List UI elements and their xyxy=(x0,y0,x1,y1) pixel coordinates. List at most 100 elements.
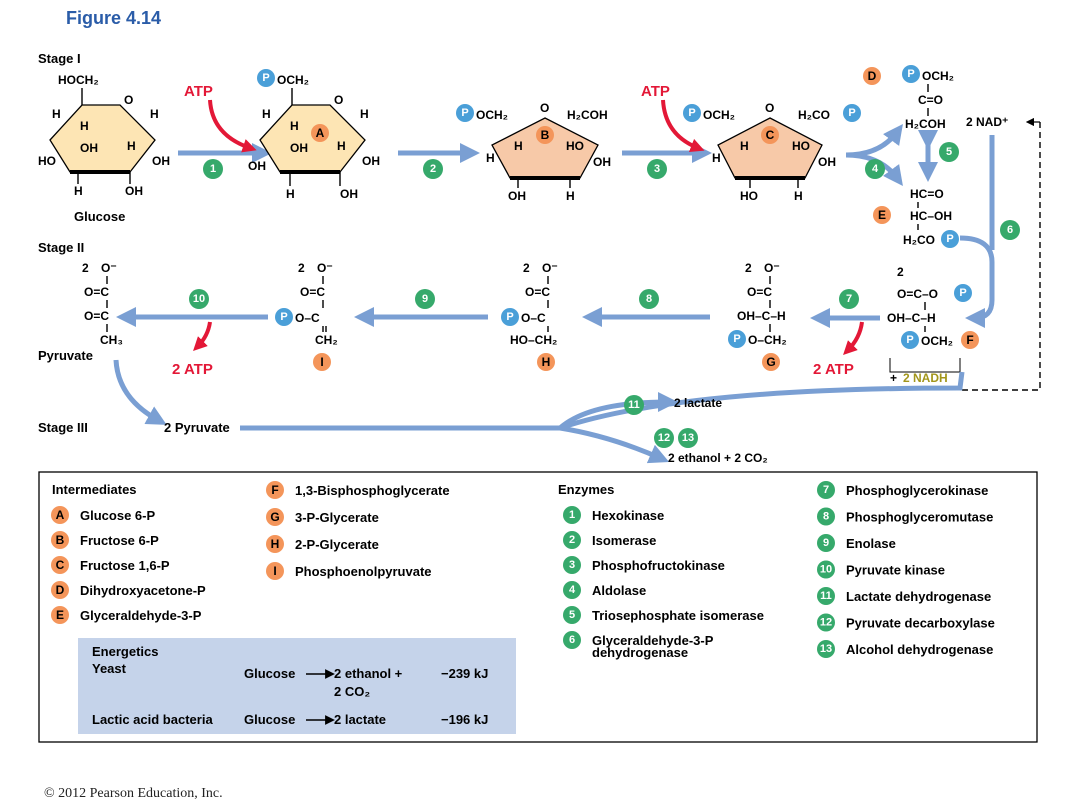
step-13-badge: 13 xyxy=(682,432,694,444)
legend-enzyme-13-label: Alcohol dehydrogenase xyxy=(846,642,993,657)
h-count: 2 xyxy=(523,261,530,275)
g-oh-c-h: OH–C–H xyxy=(737,309,786,323)
p-badge: P xyxy=(907,68,914,80)
pyr-o-eq-c1: O=C xyxy=(84,285,109,299)
legend-enzyme-5-label: Triosephosphate isomerase xyxy=(592,608,764,623)
g6p-h3: H xyxy=(337,139,346,153)
legend-intermediate-d-badge-circle xyxy=(51,581,69,599)
legend-enzyme-6-badge: 6 xyxy=(569,634,575,646)
step-3-badge: 3 xyxy=(654,163,660,175)
step-4-badge: 4 xyxy=(872,163,879,175)
energetics-lab-product: 2 lactate xyxy=(334,712,386,727)
g6p-ring-o: O xyxy=(334,93,343,107)
bpg-oh-c-h: OH–C–H xyxy=(887,311,936,325)
intermediate-i-badge: I xyxy=(320,355,323,369)
g6p-h1: H xyxy=(262,107,271,121)
intermediate-c-badge: C xyxy=(766,128,775,142)
legend-intermediate-d-badge: D xyxy=(56,583,65,597)
legend-intermediate-g-badge-circle xyxy=(266,508,284,526)
arrow-to-ethanol xyxy=(559,425,670,464)
legend-intermediate-c-badge: C xyxy=(56,558,65,572)
f6p-oh2: OH xyxy=(508,189,526,203)
legend-enzyme-9-badge: 9 xyxy=(823,537,829,549)
g6p-oh2: OH xyxy=(362,154,380,168)
energetics-yeast-value: −239 kJ xyxy=(441,666,488,681)
ethanol-label: 2 ethanol + 2 CO₂ xyxy=(668,451,768,465)
legend-enzyme-8-badge-circle xyxy=(817,507,835,526)
legend-enzyme-8-label: Phosphoglyceromutase xyxy=(846,510,993,525)
legend-enzyme-10-badge: 10 xyxy=(820,564,832,576)
lactate-label: 2 lactate xyxy=(674,396,722,410)
dhap-c-eq-o: C=O xyxy=(918,93,943,107)
g6p-oh3: OH xyxy=(248,159,266,173)
legend-enzyme-11-badge-circle xyxy=(817,587,835,605)
legend-enzyme-12-badge: 12 xyxy=(820,617,832,629)
legend-enzyme-1-badge: 1 xyxy=(569,509,575,521)
legend-intermediate-b-badge-circle xyxy=(51,531,69,549)
p-badge: P xyxy=(506,311,513,323)
stage-2-label: Stage II xyxy=(38,240,84,255)
energetics-yeast-glucose: Glucose xyxy=(244,666,295,681)
f6p-h2coh: H₂COH xyxy=(567,108,608,122)
legend-intermediate-i-badge: I xyxy=(273,564,276,578)
legend-intermediate-g-label: 3-P-Glycerate xyxy=(295,510,379,525)
f6p-ho: HO xyxy=(566,139,584,153)
dhap-h2coh: H₂COH xyxy=(905,117,946,131)
fructose-6-p-structure: P OCH₂ O H₂COH H H HO OH OH H B xyxy=(456,101,611,203)
legend-enzyme-8-badge: 8 xyxy=(823,511,829,523)
atp-arrow-1 xyxy=(208,99,257,153)
legend-intermediate-e-badge-circle xyxy=(51,606,69,624)
g6p-oh1: OH xyxy=(290,141,308,155)
intermediate-b-badge: B xyxy=(541,128,550,142)
energetics-yeast-label: Yeast xyxy=(92,661,127,676)
legend-intermediate-h-badge: H xyxy=(271,537,280,551)
glucose-h5: H xyxy=(74,184,83,198)
f6p-h2: H xyxy=(514,139,523,153)
legend-box xyxy=(38,471,1038,743)
p-badge: P xyxy=(946,233,953,245)
pyr-ch3: CH₃ xyxy=(100,333,123,347)
f16p-h3: H xyxy=(794,189,803,203)
energetics-title: Energetics xyxy=(92,644,158,659)
f6p-ring-o: O xyxy=(540,101,549,115)
g-count: 2 xyxy=(745,261,752,275)
energetics-yeast-co2: 2 CO₂ xyxy=(334,684,370,699)
g-o-eq-c: O=C xyxy=(747,285,772,299)
p-badge: P xyxy=(262,72,269,84)
energetics-lab-value: −196 kJ xyxy=(441,712,488,727)
f16p-och2: OCH₂ xyxy=(703,108,735,122)
energetics-lab-glucose: Glucose xyxy=(244,712,295,727)
legend-enzyme-2-label: Isomerase xyxy=(592,533,656,548)
glucose-ho: HO xyxy=(38,154,56,168)
atp-step-7: 2 ATP xyxy=(813,361,854,378)
energetics-lab-label: Lactic acid bacteria xyxy=(92,712,213,727)
g3p-hc-oh: HC–OH xyxy=(910,209,952,223)
legend-enzyme-5-badge-circle xyxy=(563,606,581,624)
g6p-h5: H xyxy=(286,187,295,201)
i-o-minus: O⁻ xyxy=(317,261,333,275)
p-badge: P xyxy=(848,107,855,119)
fructose-1-6-p-structure: P OCH₂ O H₂CO P H H HO OH HO H C xyxy=(683,101,861,203)
legend-enzyme-7-badge: 7 xyxy=(823,484,829,496)
step-badges: 1 2 3 4 5 6 7 8 9 10 11 12 13 xyxy=(189,142,1020,448)
nad-plus-label: 2 NAD⁺ xyxy=(966,115,1008,129)
legend-intermediate-i-label: Phosphoenolpyruvate xyxy=(295,564,432,579)
3-p-glycerate-structure: 2 O⁻ O=C OH–C–H P O–CH₂ G xyxy=(728,261,787,371)
f6p-h3: H xyxy=(566,189,575,203)
nadh-label: 2 NADH xyxy=(903,371,948,385)
g-o-minus: O⁻ xyxy=(764,261,780,275)
p-badge: P xyxy=(959,287,966,299)
g-o-ch2: O–CH₂ xyxy=(748,333,787,347)
f6p-och2: OCH₂ xyxy=(476,108,508,122)
g3p-hc-eq-o: HC=O xyxy=(910,187,944,201)
h-ho-ch2: HO–CH₂ xyxy=(510,333,557,347)
dihydroxyacetone-p-structure: D P OCH₂ C=O H₂COH xyxy=(863,65,954,131)
intermediate-h-badge: H xyxy=(542,355,551,369)
atp-arrow-7 xyxy=(843,321,864,355)
bisphosphoglycerate-structure: 2 O=C–O P OH–C–H P OCH₂ F + 2 NADH xyxy=(887,265,979,385)
f16p-ring-o: O xyxy=(765,101,774,115)
bpg-count: 2 xyxy=(897,265,904,279)
h-o-c: O–C xyxy=(521,311,546,325)
f16p-h1: H xyxy=(712,151,721,165)
h-o-minus: O⁻ xyxy=(542,261,558,275)
